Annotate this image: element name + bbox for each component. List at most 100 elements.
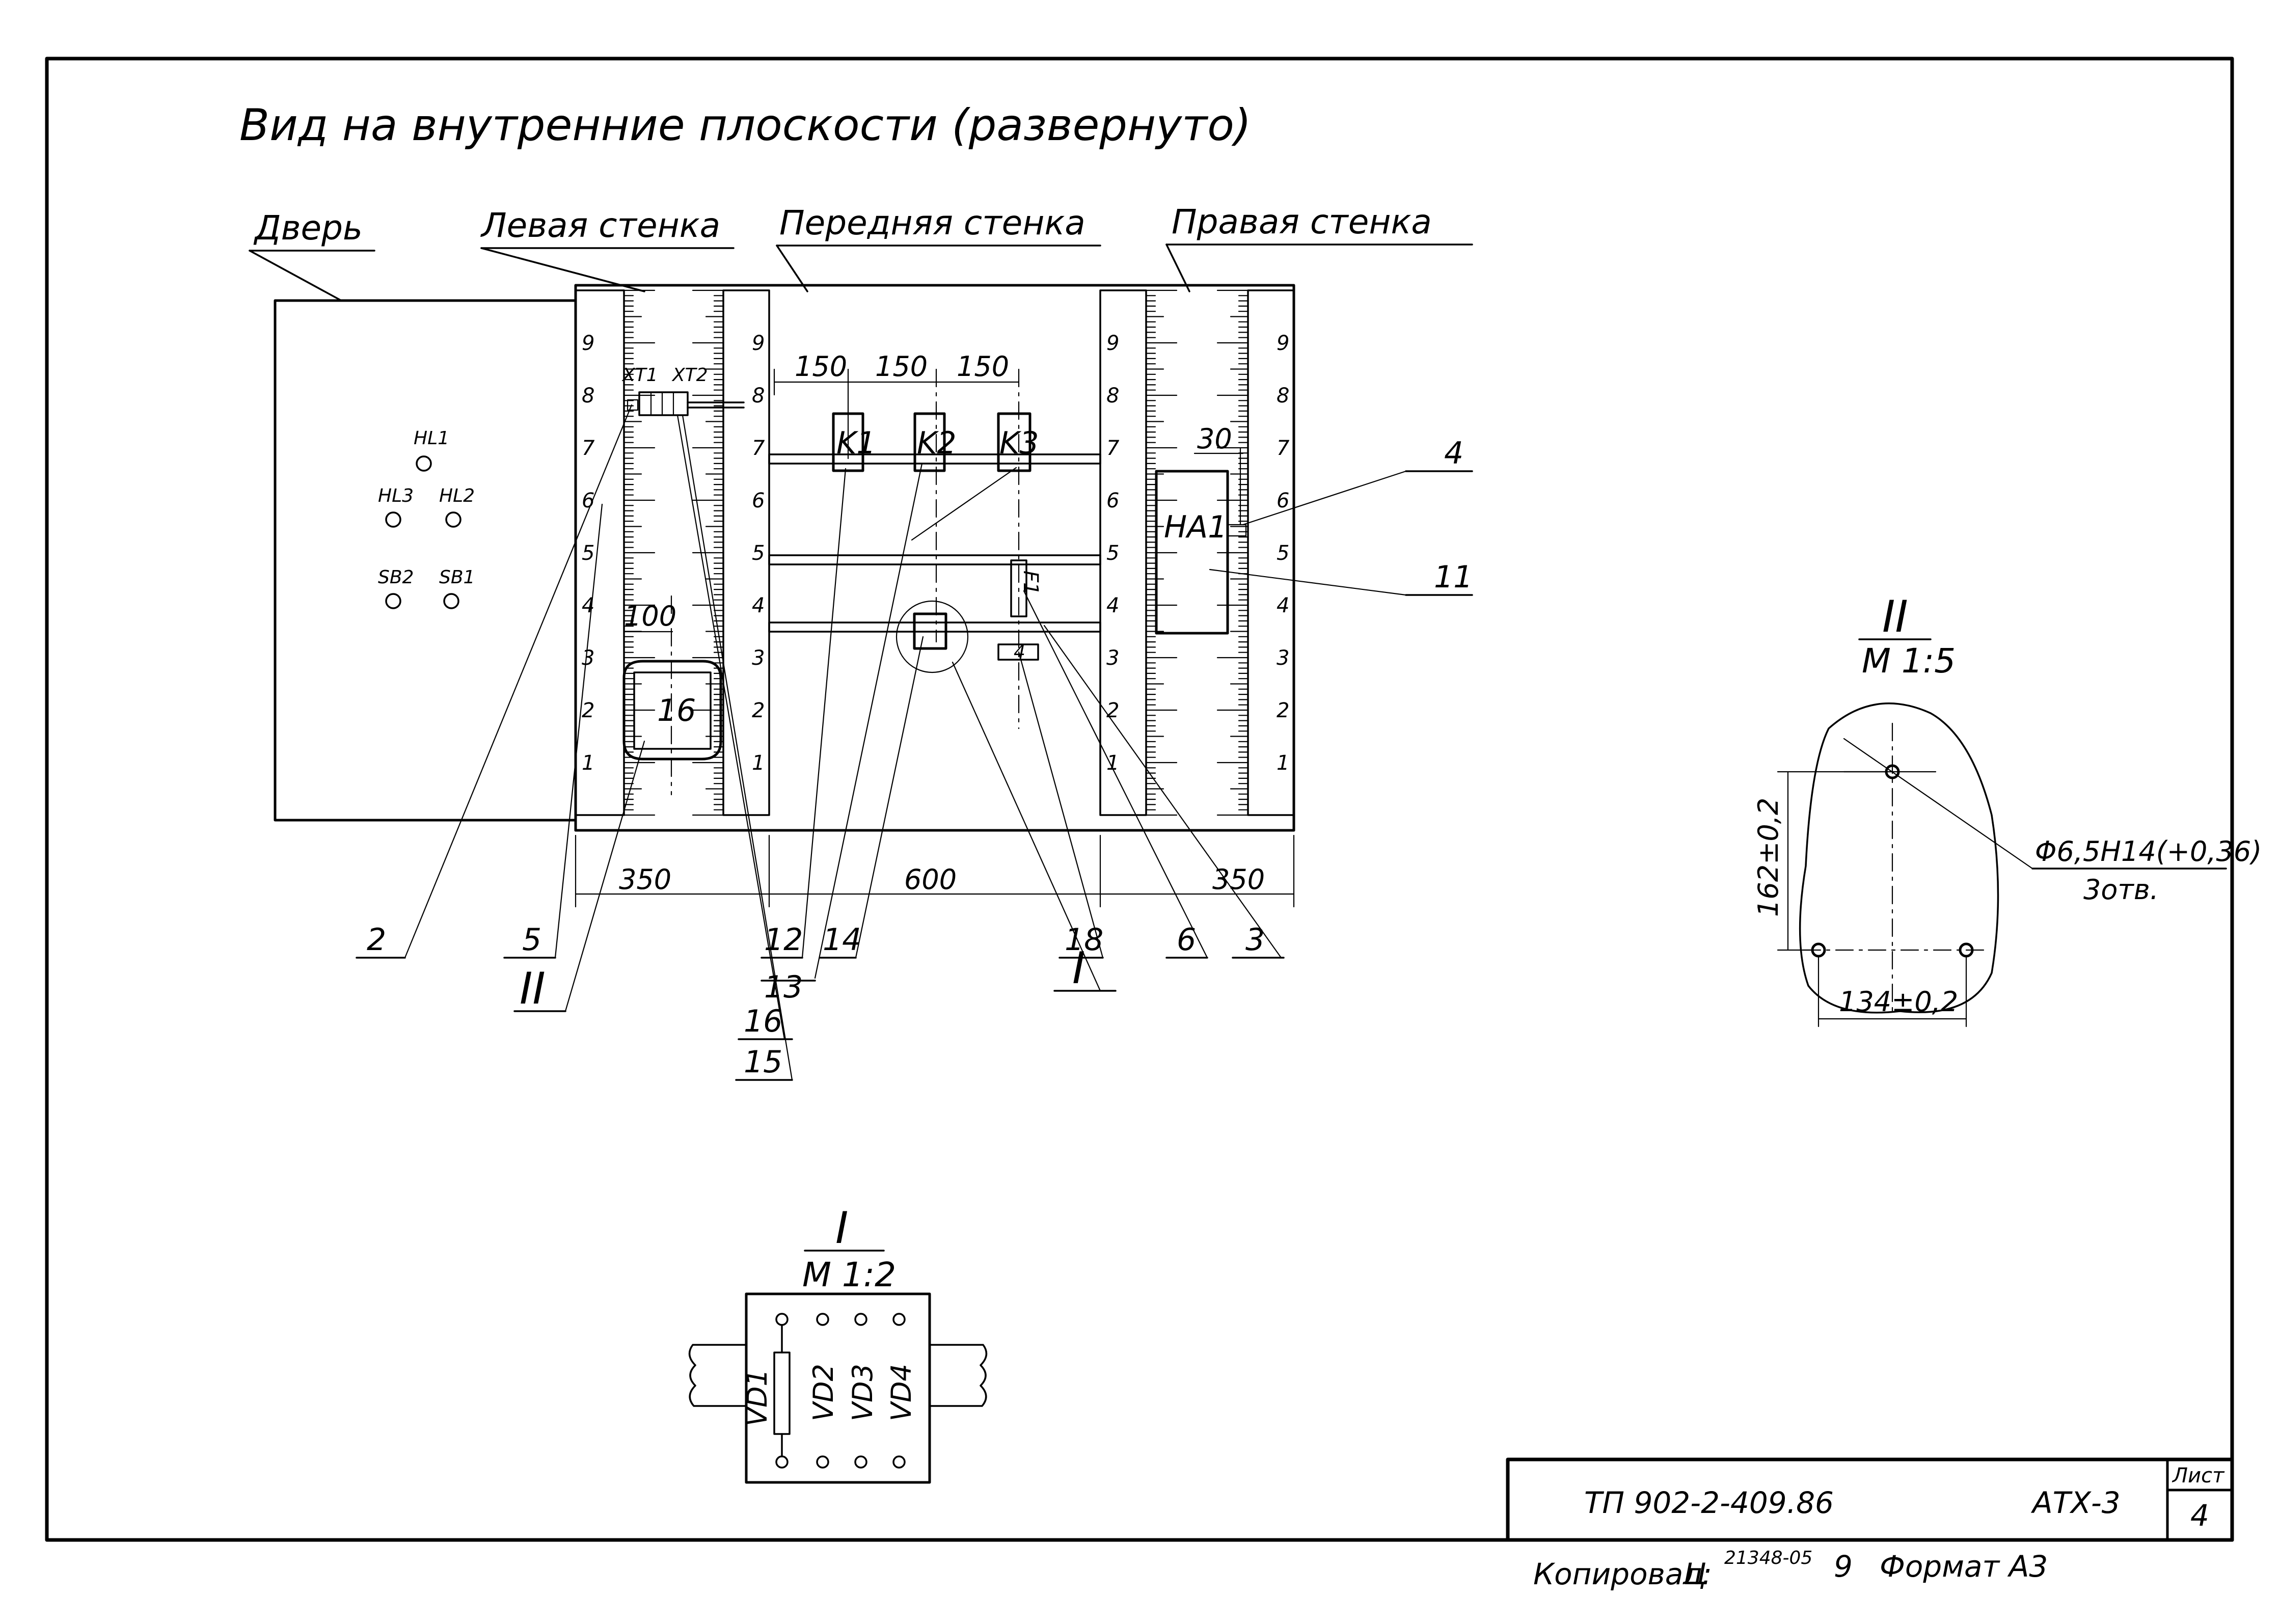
terminal-label-xt1: XT1 <box>621 365 658 386</box>
scale-tick-label: 4 <box>1277 594 1289 617</box>
callout-12: 12 <box>764 922 803 958</box>
wall-label-door: Дверь <box>253 208 363 248</box>
door-panel: HL1 HL3 HL2 SB2 SB1 <box>274 299 577 822</box>
scale-tick-label: 9 <box>1106 332 1119 355</box>
callout-14: 14 <box>823 922 861 958</box>
callout-11: 11 <box>1434 559 1473 595</box>
scale-tick-label: 7 <box>1106 437 1120 460</box>
relay-k2 <box>913 412 946 472</box>
ammeter-ha1 <box>1155 470 1229 635</box>
callout-13: 13 <box>764 969 803 1005</box>
small-block-label: 4 <box>1014 642 1025 663</box>
callout-16: 16 <box>744 1004 782 1039</box>
view-ref-two: II <box>520 963 546 1014</box>
scale-tick-label: 6 <box>752 489 765 512</box>
detail-two-outline <box>1799 702 1999 1014</box>
door-label-hl2: HL2 <box>439 485 475 506</box>
footer-format: Формат А3 <box>1880 1549 2048 1584</box>
scale-tick-label: 2 <box>752 699 765 722</box>
scale-tick-label: 5 <box>1277 542 1289 565</box>
scale-tick-label: 8 <box>1106 384 1119 408</box>
scale-tick-label: 8 <box>752 384 765 408</box>
callout-6: 6 <box>1177 922 1196 958</box>
ammeter-label: HA1 <box>1164 509 1227 545</box>
scale-tick-label: 9 <box>752 332 765 355</box>
scale-tick-label: 9 <box>1277 332 1289 355</box>
scale-tick-label: 4 <box>752 594 765 617</box>
footer: Копировал: Ц 21348-05 9 Формат А3 <box>1533 1548 2048 1591</box>
relay-label-k1: K1 <box>836 425 876 461</box>
footer-order: 21348-05 <box>1724 1548 1812 1568</box>
doc-code: АТХ-3 <box>2030 1485 2121 1520</box>
lamp-hl2-icon <box>445 511 462 528</box>
scale-tick-label: 2 <box>1277 699 1289 722</box>
dim-relay-2: 150 <box>875 350 928 383</box>
scale-tick-label: 1 <box>1106 751 1119 775</box>
hole-top <box>1885 764 1900 779</box>
door-label-sb1: SB1 <box>439 567 475 588</box>
wall-label-front: Передняя стенка <box>779 203 1085 242</box>
scale-tick-label: 1 <box>1277 751 1289 775</box>
diode-board <box>913 612 947 650</box>
detail-two-scale: М 1:5 <box>1862 641 1956 681</box>
lamp-hl1-icon <box>416 455 432 472</box>
button-sb2-icon <box>385 593 401 609</box>
fuse-label: F1 <box>1019 571 1042 595</box>
scale-tick-label: 7 <box>582 437 595 460</box>
diode-label-vd4: VD4 <box>885 1364 917 1421</box>
detail-one-rail-right <box>929 1344 988 1407</box>
callout-2: 2 <box>367 922 386 958</box>
scale-tick-label: 6 <box>1277 489 1289 512</box>
callout-4: 4 <box>1444 436 1463 471</box>
terminal-block <box>638 391 689 416</box>
small-block <box>997 643 1039 661</box>
bottom-dimensions: 350 600 350 <box>575 834 1295 908</box>
scale-tick-label: 8 <box>582 384 594 408</box>
button-sb1-icon <box>443 593 459 609</box>
diode-vd1-body <box>773 1351 791 1435</box>
callout-leaders <box>356 404 1473 1081</box>
callout-18: 18 <box>1065 922 1103 958</box>
diode-label-vd3: VD3 <box>847 1364 879 1421</box>
sheet-number: 4 <box>2190 1498 2209 1533</box>
drawing-title: Вид на внутренние плоскости (развернуто) <box>239 100 1251 151</box>
enclosure-label: 16 <box>657 693 696 728</box>
dim-bottom-front: 600 <box>904 863 957 896</box>
footer-signature: Ц <box>1684 1557 1706 1591</box>
detail-two: II М 1:5 162±0,2 134±0,2 Φ6,5H14(+0,36) … <box>1752 591 2262 1027</box>
fuse-f1 <box>1010 559 1027 617</box>
sheet-frame <box>45 57 2234 1542</box>
doc-number: ТП 902-2-409.86 <box>1584 1485 1834 1520</box>
dim-bottom-left: 350 <box>619 863 671 896</box>
door-label-hl3: HL3 <box>378 485 414 506</box>
scale-tick-label: 1 <box>582 751 594 775</box>
scale-tick-label: 7 <box>752 437 765 460</box>
enclosure-16 <box>622 660 722 761</box>
detail-one: I М 1:2 VD1 VD2 VD3 VD4 <box>688 1203 988 1484</box>
callout-15: 15 <box>744 1044 782 1080</box>
door-label-sb2: SB2 <box>378 567 414 588</box>
dim-relay-3: 150 <box>957 350 1009 383</box>
right-wall-contents: HA1 30 <box>1155 423 1247 635</box>
wall-label-right: Правая стенка <box>1172 202 1432 241</box>
hole-count: 3отв. <box>2083 874 2159 906</box>
scale-tick-label: 1 <box>752 751 765 775</box>
hole-spec: Φ6,5H14(+0,36) <box>2035 835 2262 868</box>
scale-tick-label: 3 <box>1106 646 1119 670</box>
lamp-hl3-icon <box>385 511 401 528</box>
detail-one-roman: I <box>835 1203 848 1254</box>
scale-tick-label: 3 <box>582 646 594 670</box>
scale-tick-label: 2 <box>582 699 594 722</box>
diode-label-vd1: VD1 <box>741 1369 773 1426</box>
wall-label-left: Левая стенка <box>480 206 720 245</box>
scale-tick-label: 4 <box>1106 594 1119 617</box>
detail-two-roman: II <box>1882 591 1908 642</box>
sheet-label: Лист <box>2172 1464 2225 1487</box>
scale-tick-label: 8 <box>1277 384 1289 408</box>
wall-headers: Дверь Левая стенка Передняя стенка Права… <box>249 202 1473 302</box>
dim-horizontal: 134±0,2 <box>1839 986 1958 1018</box>
footer-copied: Копировал: <box>1533 1557 1712 1591</box>
